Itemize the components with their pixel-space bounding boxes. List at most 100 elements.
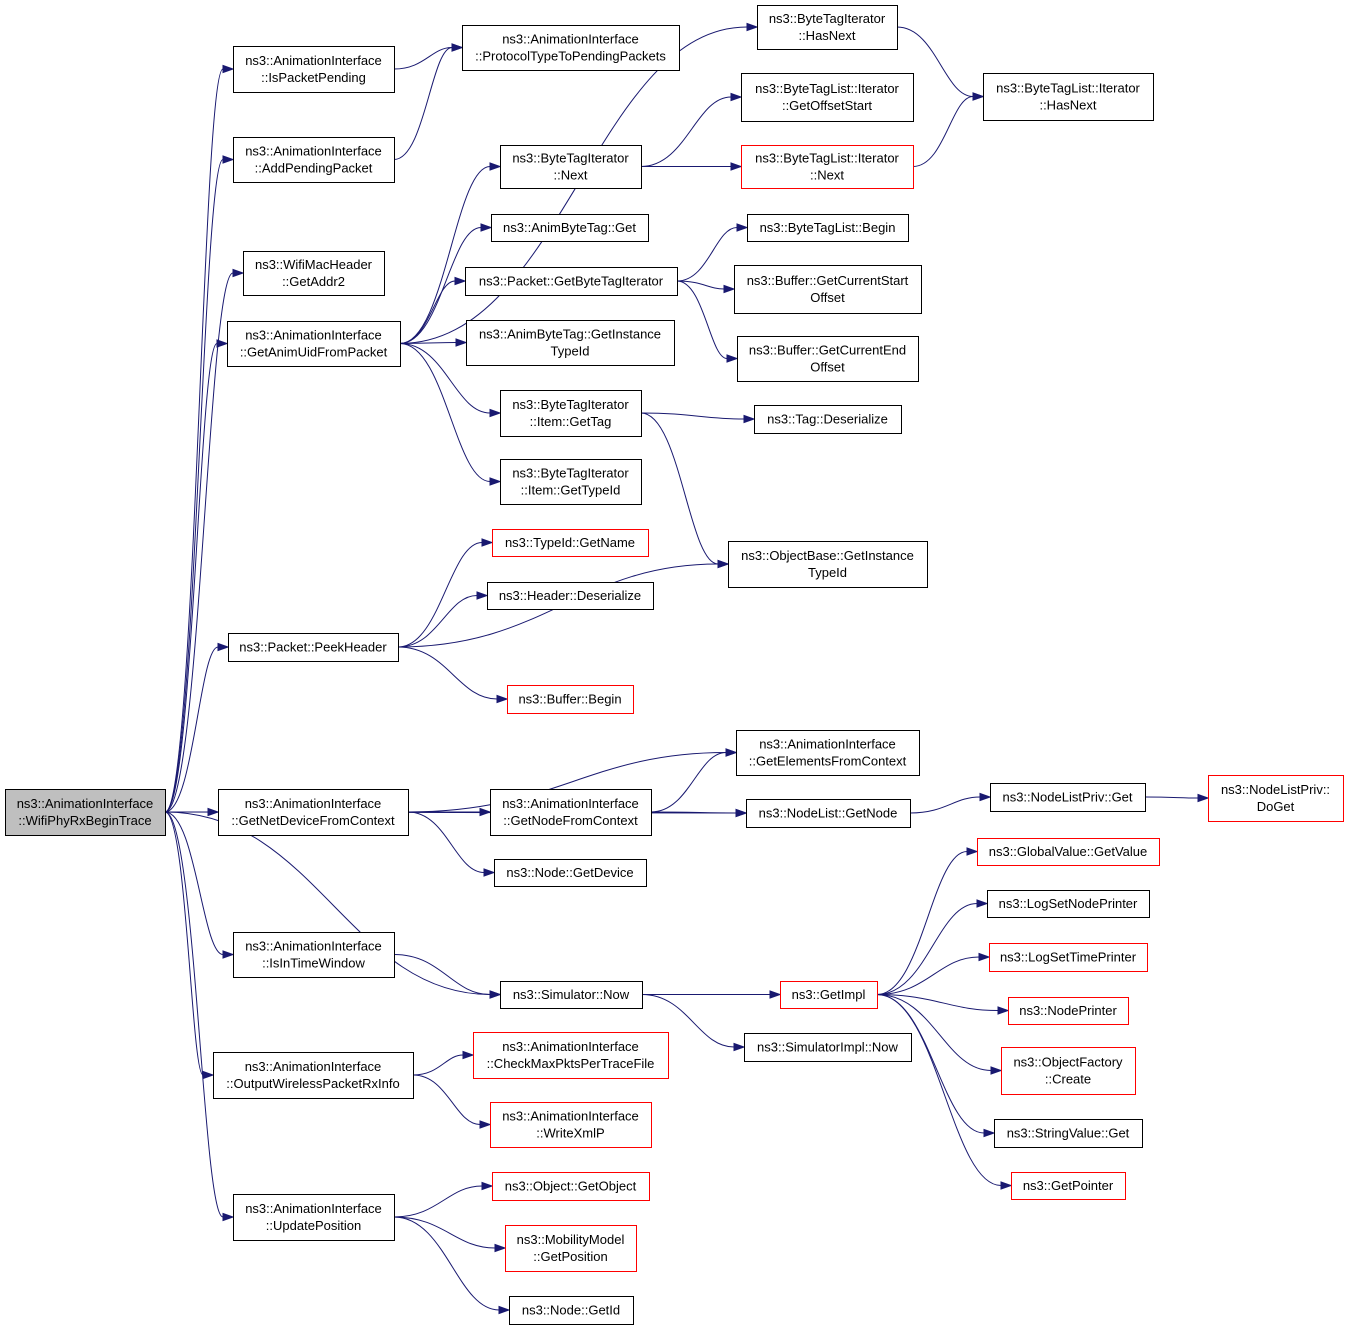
node-box [491,214,649,242]
graph-node-itemGetTag[interactable]: ns3::ByteTagIterator::Item::GetTag [500,390,642,437]
edge-getImpl-to-nodePrinter [876,994,999,1011]
node-label-line: ns3::AnimationInterface [502,796,639,811]
graph-node-checkMaxPkts[interactable]: ns3::AnimationInterface::CheckMaxPktsPer… [473,1032,669,1079]
graph-node-tagDeserialize[interactable]: ns3::Tag::Deserialize [754,405,902,434]
graph-node-nodeListGetNode[interactable]: ns3::NodeList::GetNode [746,799,911,828]
node-label-line: ::GetNodeFromContext [503,813,638,828]
node-box [466,320,675,366]
graph-node-btlIterNext[interactable]: ns3::ByteTagList::Iterator::Next [741,145,914,189]
arrowhead [451,43,464,52]
graph-node-btlIterHasNext[interactable]: ns3::ByteTagList::Iterator::HasNext [983,73,1154,121]
node-box [989,943,1148,972]
node-label-line: ::Next [554,168,588,183]
edge-getAnimUid-to-getByteTagIterator [399,280,456,344]
graph-node-getNodeFromContext[interactable]: ns3::AnimationInterface::GetNodeFromCont… [490,789,652,836]
node-label-line: ns3::Node::GetDevice [506,865,633,880]
arrowhead [222,64,235,74]
node-label-line: ns3::Packet::PeekHeader [239,640,387,655]
edge-updatePosition-to-mobilityGetPosition [393,1216,496,1249]
graph-node-nodeGetDevice[interactable]: ns3::Node::GetDevice [494,859,647,887]
arrowhead [725,748,738,757]
graph-node-protocolType[interactable]: ns3::AnimationInterface::ProtocolTypeToP… [462,25,680,71]
graph-node-getImpl[interactable]: ns3::GetImpl [780,981,878,1009]
graph-node-nodePrinter[interactable]: ns3::NodePrinter [1008,997,1129,1025]
graph-node-isPacketPending[interactable]: ns3::AnimationInterface::IsPacketPending [233,46,395,93]
arrowhead [735,808,748,818]
edge-itemGetTag-to-tagDeserialize [640,412,745,420]
edge-getNetDevice-to-nodeGetDevice [407,811,485,873]
graph-node-getNetDevice[interactable]: ns3::AnimationInterface::GetNetDeviceFro… [218,789,409,836]
node-label-line: ::GetElementsFromContext [749,754,907,769]
graph-node-simulatorNow[interactable]: ns3::Simulator::Now [500,981,643,1009]
graph-node-getPointer[interactable]: ns3::GetPointer [1011,1172,1126,1200]
edge-getNodeFromContext-to-getElements [650,752,727,813]
graph-node-nodeListPrivDoGet[interactable]: ns3::NodeListPriv::DoGet [1208,775,1344,822]
graph-node-getElements[interactable]: ns3::AnimationInterface::GetElementsFrom… [736,730,920,776]
node-label-line: ::HasNext [1039,98,1096,113]
node-label-line: ns3::AnimationInterface [17,796,154,811]
node-label-line: ns3::ByteTagList::Begin [760,220,896,235]
graph-node-logSetTimePrinter[interactable]: ns3::LogSetTimePrinter [989,943,1148,972]
graph-node-getAnimUid[interactable]: ns3::AnimationInterface::GetAnimUidFromP… [227,321,401,367]
graph-node-stringValueGet[interactable]: ns3::StringValue::Get [994,1119,1143,1148]
node-box [736,730,920,776]
node-box [747,214,909,242]
graph-node-typeIdGetName[interactable]: ns3::TypeId::GetName [492,529,649,557]
edge-getImpl-to-globalValueGetValue [876,851,968,995]
edge-peekHeader-to-headerDeserialize [397,595,478,648]
graph-node-updatePosition[interactable]: ns3::AnimationInterface::UpdatePosition [233,1194,395,1241]
edge-getNodeFromContext-to-nodeListGetNode [650,811,737,814]
node-box [218,789,409,836]
arrowhead [726,354,739,363]
graph-node-globalValueGetValue[interactable]: ns3::GlobalValue::GetValue [977,838,1160,866]
node-label-line: Offset [810,360,845,375]
graph-node-peekHeader[interactable]: ns3::Packet::PeekHeader [228,633,399,662]
graph-node-objectFactoryCreate[interactable]: ns3::ObjectFactory::Create [1001,1047,1136,1095]
graph-node-writeXmlP[interactable]: ns3::AnimationInterface::WriteXmlP [490,1102,652,1148]
node-box [500,145,642,189]
graph-node-itemGetTypeId[interactable]: ns3::ByteTagIterator::Item::GetTypeId [500,459,642,505]
graph-node-btiHasNext[interactable]: ns3::ByteTagIterator::HasNext [757,5,898,50]
node-label-line: ns3::StringValue::Get [1007,1126,1130,1141]
graph-node-getAddr2[interactable]: ns3::WifiMacHeader::GetAddr2 [243,251,385,296]
node-box [233,137,395,183]
edge-simulatorNow-to-simImplNow [641,994,735,1048]
graph-node-headerDeserialize[interactable]: ns3::Header::Deserialize [487,582,654,610]
node-label-line: ::UpdatePosition [266,1218,361,1233]
graph-node-nodeListPrivGet[interactable]: ns3::NodeListPriv::Get [990,783,1146,812]
node-label-line: ns3::ByteTagIterator [512,151,629,166]
arrowhead [217,642,230,652]
graph-node-root[interactable]: ns3::AnimationInterface::WifiPhyRxBeginT… [5,789,166,836]
node-label-line: ns3::GetImpl [792,987,866,1002]
arrowhead [496,694,509,704]
arrowhead [743,414,756,424]
graph-node-btiNext[interactable]: ns3::ByteTagIterator::Next [500,145,642,189]
graph-node-addPending[interactable]: ns3::AnimationInterface::AddPendingPacke… [233,137,395,183]
graph-node-bufferBegin[interactable]: ns3::Buffer::Begin [507,685,634,714]
edge-itemGetTag-to-objBaseGetInstance [640,412,719,565]
graph-node-animByteTagGet[interactable]: ns3::AnimByteTag::Get [491,214,649,242]
graph-node-nodeGetId[interactable]: ns3::Node::GetId [509,1296,634,1325]
arrowhead [990,1066,1003,1075]
node-label-line: ns3::ByteTagList::Iterator [755,81,899,96]
graph-node-isInTimeWindow[interactable]: ns3::AnimationInterface::IsInTimeWindow [233,932,395,978]
graph-node-getByteTagIterator[interactable]: ns3::Packet::GetByteTagIterator [465,267,678,296]
graph-node-outputWireless[interactable]: ns3::AnimationInterface::OutputWirelessP… [213,1052,414,1099]
edge-getNetDevice-to-getElements [407,752,727,813]
graph-node-btlIterGetOffsetStart[interactable]: ns3::ByteTagList::Iterator::GetOffsetSta… [741,73,914,122]
edge-getAnimUid-to-itemGetTypeId [399,343,491,482]
graph-node-logSetNodePrinter[interactable]: ns3::LogSetNodePrinter [987,890,1150,918]
graph-node-btlBegin[interactable]: ns3::ByteTagList::Begin [747,214,909,242]
node-box [977,838,1160,866]
graph-node-objectGetObject[interactable]: ns3::Object::GetObject [492,1172,650,1201]
arrowhead [976,899,989,908]
edge-root-to-isPacketPending [164,68,224,813]
edge-updatePosition-to-nodeGetId [393,1216,500,1311]
graph-node-simImplNow[interactable]: ns3::SimulatorImpl::Now [744,1033,912,1062]
graph-node-mobilityGetPosition[interactable]: ns3::MobilityModel::GetPosition [505,1225,637,1272]
